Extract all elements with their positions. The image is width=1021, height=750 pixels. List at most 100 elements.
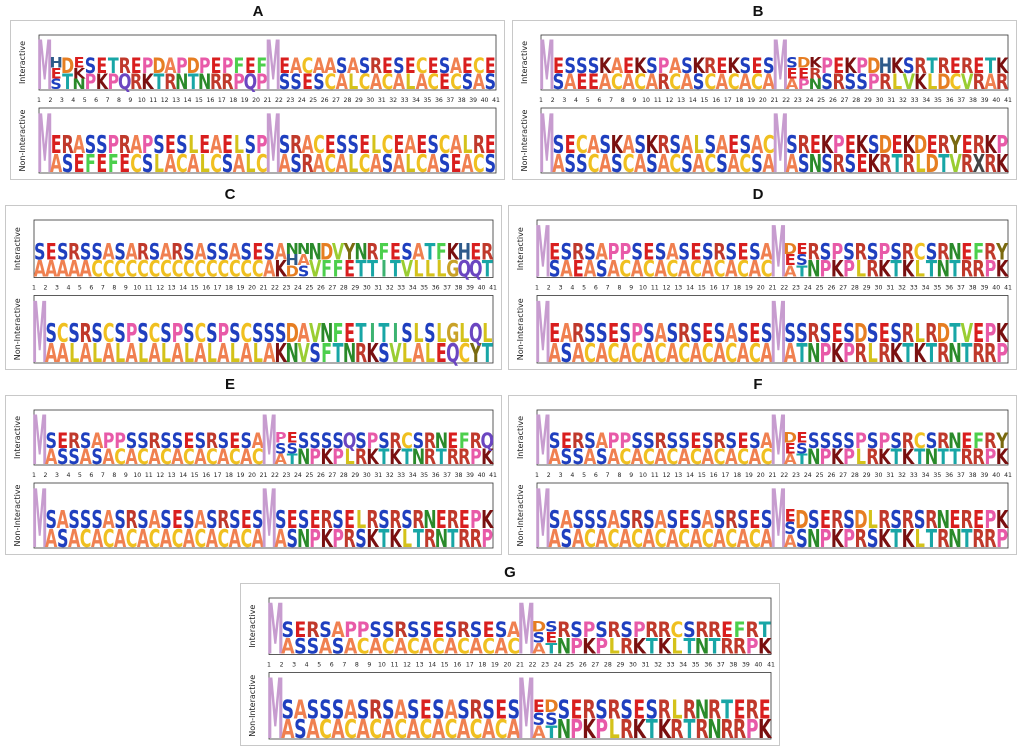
noninteractive-residue: S bbox=[357, 696, 370, 725]
noninteractive-residue: A bbox=[183, 524, 196, 553]
interactive-residue: P bbox=[114, 430, 126, 454]
tick-label: 2 bbox=[547, 285, 551, 292]
noninteractive-residue: M bbox=[539, 97, 555, 179]
noninteractive-residue: S bbox=[611, 148, 623, 178]
tick-label: 6 bbox=[594, 472, 598, 479]
interactive-residue: A bbox=[678, 446, 691, 469]
interactive-residue: C bbox=[103, 256, 115, 282]
row-label-interactive: Interactive bbox=[516, 227, 525, 270]
interactive-residue: P bbox=[831, 239, 843, 265]
interactive-residue: P bbox=[222, 55, 234, 79]
noninteractive-residue: S bbox=[309, 339, 320, 369]
interactive-residue: P bbox=[357, 617, 370, 642]
interactive-residue: S bbox=[91, 239, 102, 265]
interactive-residue: T bbox=[154, 71, 165, 95]
tick-label: 8 bbox=[112, 472, 116, 479]
noninteractive-residue: R bbox=[961, 148, 973, 178]
noninteractive-residue: E bbox=[565, 129, 576, 159]
noninteractive-residue: C bbox=[631, 523, 643, 553]
noninteractive-residue: S bbox=[643, 319, 655, 349]
noninteractive-residue: L bbox=[436, 319, 446, 349]
interactive-residue: C bbox=[137, 446, 149, 470]
interactive-residue: S bbox=[588, 55, 600, 78]
row-label-noninteractive: Non-Interactive bbox=[520, 109, 529, 171]
noninteractive-residue: S bbox=[68, 319, 79, 349]
interactive-residue: C bbox=[416, 55, 428, 79]
noninteractive-residue: L bbox=[405, 149, 415, 178]
noninteractive-residue: M bbox=[535, 472, 551, 554]
interactive-residue: D bbox=[152, 55, 165, 79]
tick-label: 34 bbox=[922, 97, 930, 104]
interactive-residue: A bbox=[290, 55, 303, 79]
noninteractive-residue: E bbox=[759, 696, 771, 725]
noninteractive-residue: S bbox=[584, 319, 596, 349]
tick-label: 5 bbox=[317, 662, 321, 669]
noninteractive-residue: C bbox=[669, 148, 681, 178]
noninteractive-residue: C bbox=[210, 149, 222, 178]
interactive-residue: R bbox=[206, 430, 218, 454]
noninteractive-residue: S bbox=[62, 149, 73, 178]
interactive-residue: A bbox=[749, 446, 762, 469]
noninteractive-residue: L bbox=[348, 149, 358, 178]
noninteractive-residue: E bbox=[832, 319, 843, 349]
interactive-residue: C bbox=[704, 71, 716, 94]
tick-label: 27 bbox=[841, 97, 849, 104]
interactive-residue: R bbox=[972, 256, 985, 282]
interactive-residue: N bbox=[557, 634, 572, 659]
tick-label: 5 bbox=[586, 97, 590, 104]
noninteractive-residue: S bbox=[439, 149, 450, 178]
interactive-residue: S bbox=[80, 239, 91, 265]
noninteractive-residue: C bbox=[458, 339, 470, 369]
tick-label: 1 bbox=[37, 97, 41, 104]
tick-label: 35 bbox=[420, 285, 428, 292]
tick-label: 39 bbox=[981, 285, 989, 292]
noninteractive-axes bbox=[38, 107, 497, 174]
tick-label: 14 bbox=[689, 97, 697, 104]
noninteractive-residue: A bbox=[73, 130, 86, 159]
tick-label: 2 bbox=[44, 285, 48, 292]
interactive-residue: S bbox=[702, 239, 714, 265]
tick-label: 34 bbox=[922, 285, 930, 292]
interactive-residue: S bbox=[584, 430, 596, 453]
noninteractive-residue: E bbox=[416, 130, 427, 159]
interactive-residue: R bbox=[972, 446, 985, 469]
interactive-residue: C bbox=[473, 55, 485, 79]
interactive-residue: K bbox=[831, 446, 845, 469]
interactive-residue: S bbox=[85, 55, 96, 79]
interactive-residue: F bbox=[973, 430, 984, 453]
tick-label: 27 bbox=[328, 472, 336, 479]
tick-label: 32 bbox=[654, 662, 662, 669]
noninteractive-residue: A bbox=[148, 505, 161, 534]
tick-label: 2 bbox=[547, 472, 551, 479]
tick-label: 5 bbox=[83, 97, 87, 104]
noninteractive-residue: L bbox=[245, 149, 255, 178]
noninteractive-residue: A bbox=[507, 716, 521, 745]
noninteractive-residue: S bbox=[681, 148, 693, 178]
noninteractive-residue: A bbox=[457, 716, 471, 745]
noninteractive-residue: R bbox=[745, 696, 759, 725]
noninteractive-residue: N bbox=[948, 523, 962, 553]
noninteractive-residue: K bbox=[867, 148, 880, 178]
interactive-residue: M bbox=[535, 212, 551, 295]
interactive-residue: C bbox=[507, 634, 520, 659]
noninteractive-residue: S bbox=[137, 319, 148, 349]
interactive-residue: T bbox=[949, 256, 961, 282]
tick-label: 31 bbox=[886, 285, 894, 292]
tick-label: 40 bbox=[992, 285, 1000, 292]
interactive-residue: E bbox=[833, 55, 844, 78]
noninteractive-residue: C bbox=[195, 319, 207, 349]
interactive-residue: M bbox=[770, 212, 786, 295]
noninteractive-residue: N bbox=[807, 339, 821, 369]
noninteractive-axes bbox=[33, 295, 494, 364]
noninteractive-residue: E bbox=[51, 130, 62, 159]
interactive-residue: S bbox=[843, 239, 855, 265]
noninteractive-residue: S bbox=[252, 505, 263, 534]
tick-label: 25 bbox=[305, 472, 313, 479]
interactive-residue: E bbox=[798, 65, 809, 82]
interactive-residue: S bbox=[206, 239, 217, 265]
noninteractive-residue: S bbox=[596, 504, 608, 534]
interactive-residue: R bbox=[866, 446, 879, 469]
noninteractive-residue: E bbox=[728, 129, 739, 159]
noninteractive-residue: E bbox=[702, 319, 713, 349]
noninteractive-residue: E bbox=[485, 130, 496, 159]
